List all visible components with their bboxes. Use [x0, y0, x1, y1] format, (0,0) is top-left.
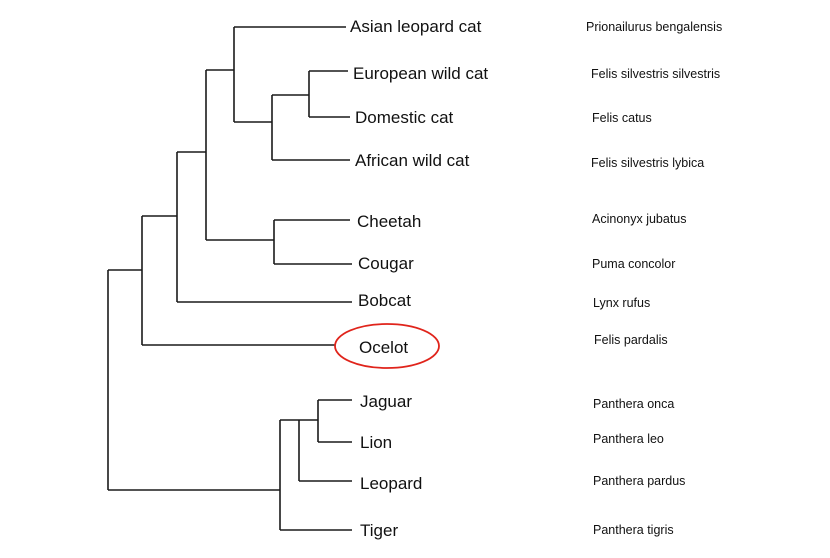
scientific-name: Felis silvestris lybica [591, 156, 704, 170]
scientific-name: Felis pardalis [594, 333, 668, 347]
branch-felis [271, 94, 350, 161]
scientific-name: Panthera onca [593, 397, 674, 411]
scientific-name: Felis silvestris silvestris [591, 67, 720, 81]
scientific-name: Prionailurus bengalensis [586, 20, 722, 34]
scientific-name: Lynx rufus [593, 296, 650, 310]
branch-felis-puma [205, 69, 274, 241]
ocelot-highlight-ellipse [334, 323, 440, 369]
taxon-label: Tiger [360, 521, 398, 540]
taxon-label: Bobcat [358, 291, 411, 310]
scientific-name-labels: Prionailurus bengalensis Felis silvestri… [586, 20, 722, 537]
scientific-name: Felis catus [592, 111, 652, 125]
scientific-name: Acinonyx jubatus [592, 212, 687, 226]
taxon-label: Jaguar [360, 392, 412, 411]
taxon-label: Asian leopard cat [350, 17, 482, 36]
branch-leopard-cat-felis [233, 26, 346, 123]
branch-root [107, 269, 280, 491]
taxon-label: Domestic cat [355, 108, 454, 127]
scientific-name: Panthera tigris [593, 523, 674, 537]
taxon-label: Lion [360, 433, 392, 452]
branch-panthera [279, 419, 352, 531]
branch-felinae [141, 215, 335, 346]
branch-jaguar-lion [317, 399, 352, 443]
taxon-label: African wild cat [355, 151, 470, 170]
scientific-name: Panthera leo [593, 432, 664, 446]
taxon-label-highlighted: Ocelot [359, 338, 408, 357]
scientific-name: Puma concolor [592, 257, 675, 271]
branch-jaguar-lion-leopard [298, 419, 352, 482]
taxon-label: Cheetah [357, 212, 421, 231]
branch-bobcat-group [176, 151, 352, 303]
taxon-label: Leopard [360, 474, 422, 493]
common-name-labels: Asian leopard cat European wild cat Dome… [350, 17, 488, 540]
taxon-label: European wild cat [353, 64, 488, 83]
branch-cheetah-cougar [273, 219, 352, 265]
taxon-label: Cougar [358, 254, 414, 273]
scientific-name: Panthera pardus [593, 474, 685, 488]
tree-branches [107, 26, 352, 531]
branch-wildcat-domestic [308, 70, 350, 118]
